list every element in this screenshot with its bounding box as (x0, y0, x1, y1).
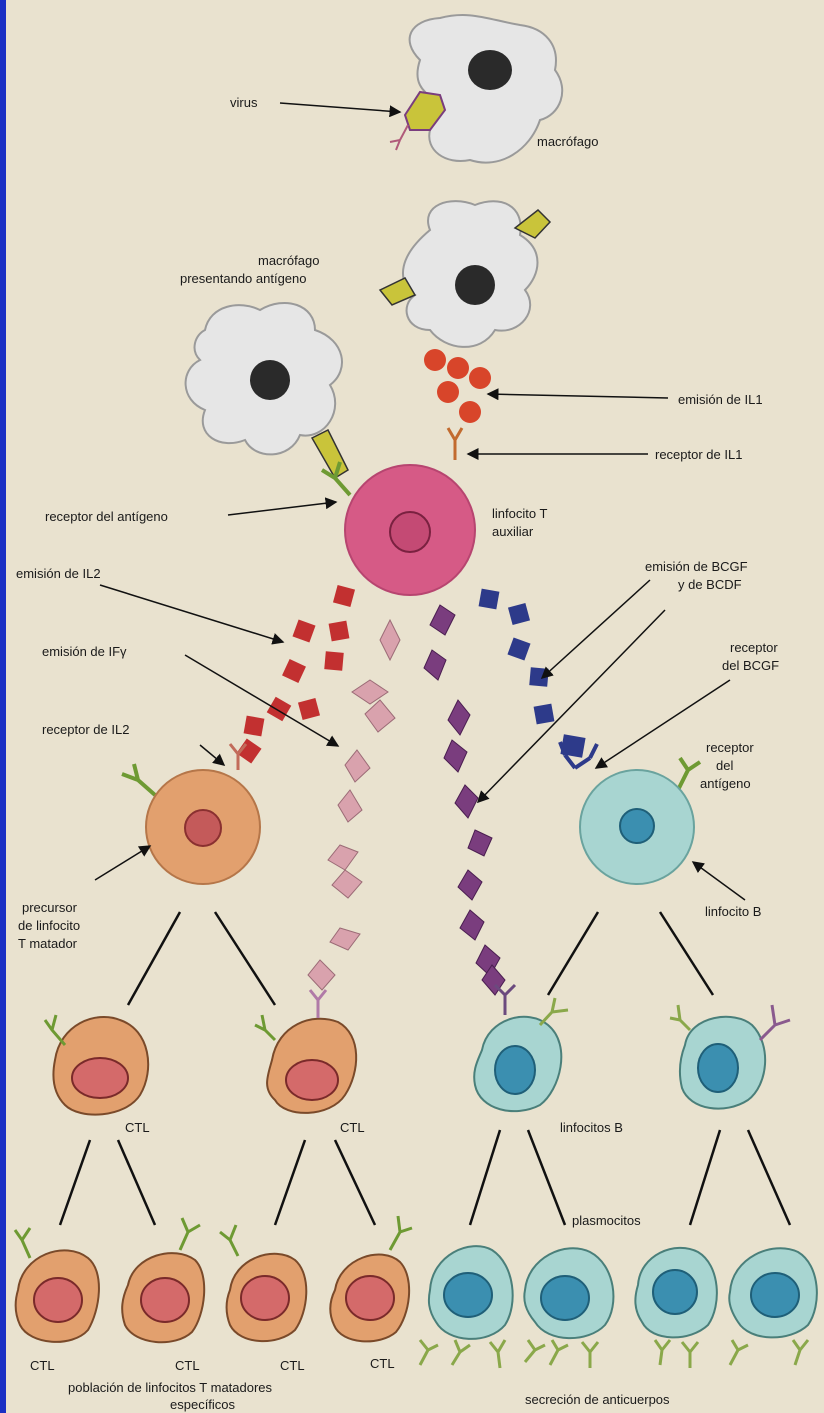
label-ctl: CTL (125, 1120, 150, 1135)
label-secrecion: secreción de anticuerpos (525, 1392, 670, 1407)
label-poblacion-1: población de linfocitos T matadores (68, 1380, 273, 1395)
label-precursor-1: precursor (22, 900, 78, 915)
label-receptor-antigeno-b-1: receptor (706, 740, 754, 755)
plasmocyte-cell (429, 1246, 513, 1339)
ifg-particles (308, 620, 400, 990)
macrophage-left-nucleus (250, 360, 290, 400)
ctl-cell (330, 1216, 412, 1341)
ctl-precursor-nucleus (185, 810, 221, 846)
bcgf-particles (424, 605, 505, 995)
label-emision-bcgf-1: emisión de BCGF (645, 559, 748, 574)
label-macrofago-presentando-2: presentando antígeno (180, 271, 307, 286)
label-virus: virus (230, 95, 258, 110)
ctl-cell (220, 1225, 306, 1341)
division-lines (128, 912, 713, 1005)
label-ctl: CTL (280, 1358, 305, 1373)
b-lymphocyte-daughter (474, 985, 568, 1111)
ctl-cell (122, 1218, 204, 1342)
ctl-cell (45, 1015, 148, 1115)
ctl-cell (255, 990, 356, 1113)
b-lymphocyte-nucleus (620, 809, 654, 843)
label-receptor-il1: receptor de IL1 (655, 447, 742, 462)
label-precursor-2: de linfocito (18, 918, 80, 933)
macrophage-presenting-nucleus (455, 265, 495, 305)
antigen-fragment-icon (312, 430, 348, 478)
label-receptor-bcgf-2: del BCGF (722, 658, 779, 673)
label-emision-il2: emisión de IL2 (16, 566, 101, 581)
label-ctl: CTL (30, 1358, 55, 1373)
antibody-icons (420, 1340, 808, 1368)
b-lymphocyte-daughter (670, 1005, 790, 1109)
il1-receptor-icon (448, 428, 462, 460)
plasmocyte-cell (729, 1248, 817, 1337)
label-receptor-antigeno-b-3: antígeno (700, 776, 751, 791)
division-lines (60, 1130, 790, 1225)
label-receptor-antigeno: receptor del antígeno (45, 509, 168, 524)
label-linfocito-t-2: auxiliar (492, 524, 534, 539)
macrophage-top-nucleus (468, 50, 512, 90)
bcdf-particles (479, 589, 555, 725)
label-ctl: CTL (175, 1358, 200, 1373)
il1-particles (424, 349, 491, 423)
label-ctl: CTL (340, 1120, 365, 1135)
label-precursor-3: T matador (18, 936, 78, 951)
label-emision-il1: emisión de IL1 (678, 392, 763, 407)
label-linfocitos-b: linfocitos B (560, 1120, 623, 1135)
label-receptor-bcgf-1: receptor (730, 640, 778, 655)
il2-particles (236, 585, 355, 764)
antigen-receptor-icon (678, 758, 700, 790)
label-macrofago: macrófago (537, 134, 598, 149)
label-receptor-antigeno-b-2: del (716, 758, 733, 773)
bcgf-bound-icon (560, 734, 585, 758)
label-macrofago-presentando-1: macrófago (258, 253, 319, 268)
plasmocyte-cell (635, 1248, 717, 1338)
label-poblacion-2: específicos (170, 1397, 236, 1412)
antigen-receptor-icon (122, 764, 155, 795)
label-linfocito-b: linfocito B (705, 904, 761, 919)
label-linfocito-t-1: linfocito T (492, 506, 547, 521)
label-emision-ify: emisión de IFγ (42, 644, 127, 659)
label-receptor-il2: receptor de IL2 (42, 722, 129, 737)
label-ctl: CTL (370, 1356, 395, 1371)
ctl-cell (15, 1228, 99, 1342)
plasmocyte-cell (524, 1248, 613, 1338)
helper-t-nucleus (390, 512, 430, 552)
label-emision-bcgf-2: y de BCDF (678, 577, 742, 592)
label-plasmocitos: plasmocitos (572, 1213, 641, 1228)
